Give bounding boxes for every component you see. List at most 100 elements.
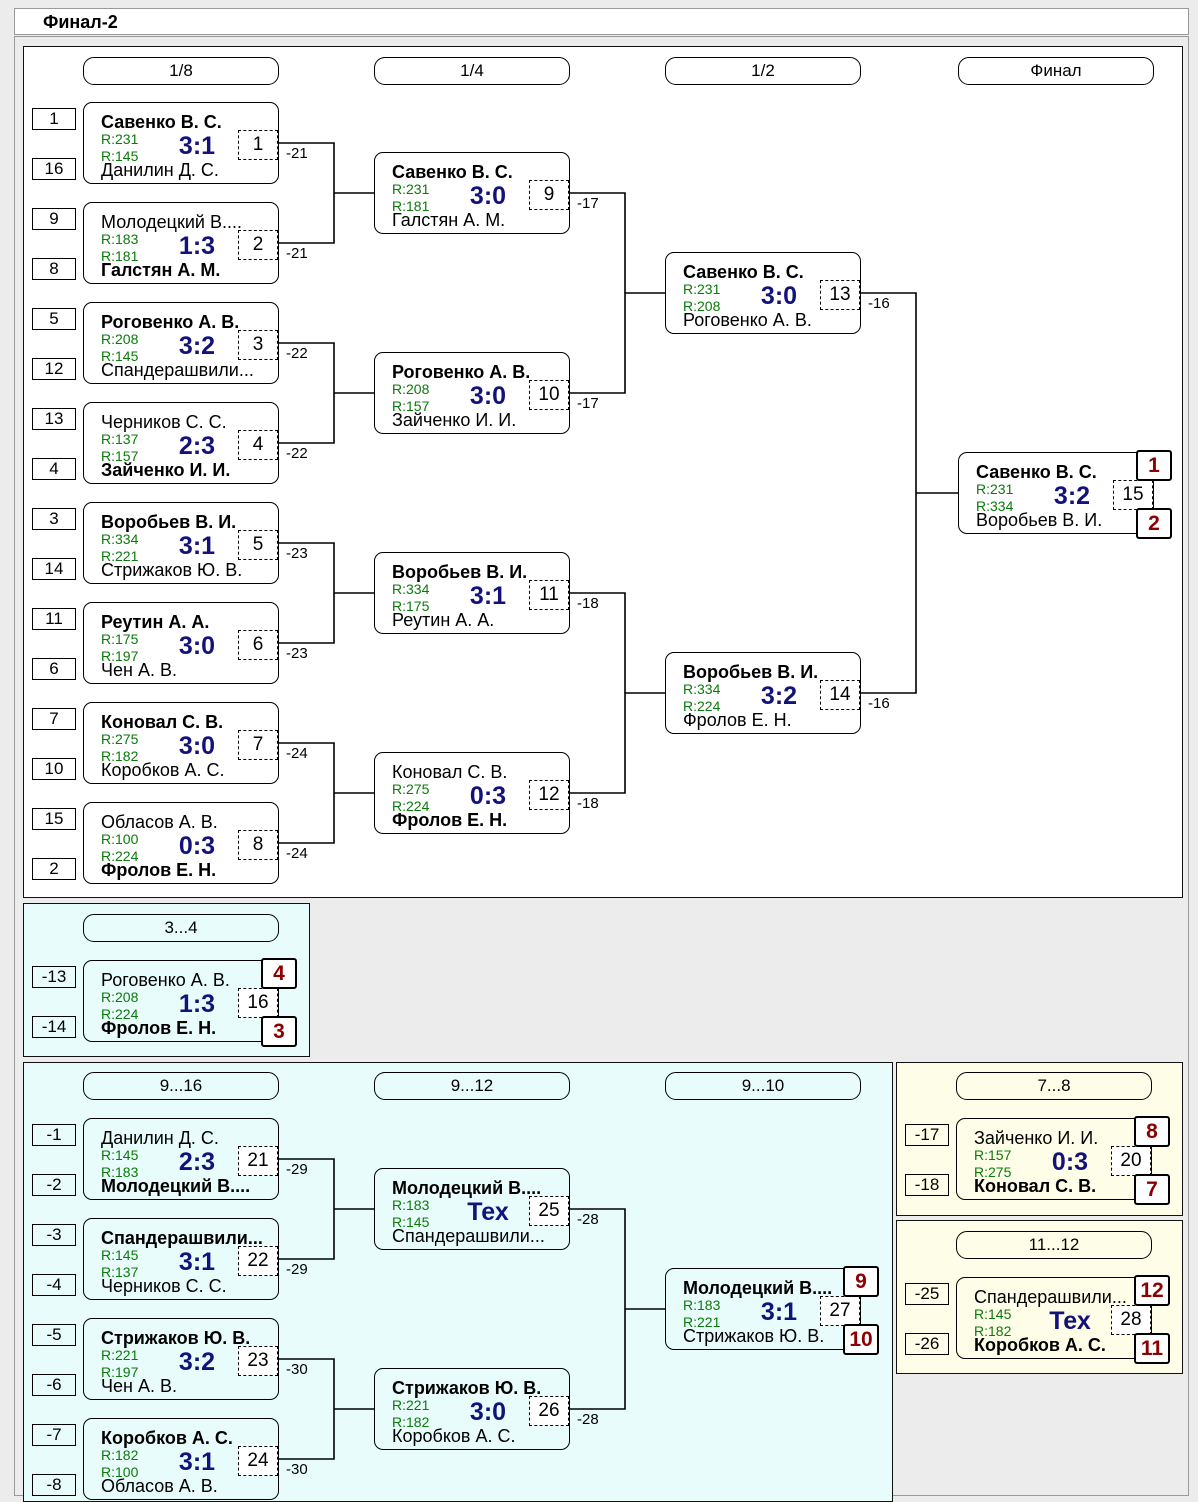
player-2-name: Черников С. С. — [101, 1276, 227, 1296]
player-1-rating: R:231 — [101, 131, 139, 147]
player-2-rating: R:334 — [976, 498, 1014, 514]
seed-box: 16 — [32, 158, 76, 180]
player-2-name: Коробков А. С. — [974, 1335, 1106, 1355]
match-number: 8 — [238, 830, 278, 860]
player-1-rating: R:182 — [101, 1447, 139, 1463]
connector-line — [861, 292, 958, 694]
player-2-rating: R:137 — [101, 1264, 139, 1280]
seed-box: 6 — [32, 658, 76, 680]
loser-destination: -17 — [577, 395, 599, 412]
place-badge: 10 — [843, 1324, 879, 1355]
seed-box: -3 — [32, 1224, 76, 1246]
match-number: 3 — [238, 330, 278, 360]
loser-destination: -30 — [286, 1361, 308, 1378]
player-2-rating: R:197 — [101, 1364, 139, 1380]
match-number: 28 — [1111, 1305, 1151, 1335]
loser-destination: -22 — [286, 445, 308, 462]
player-2-name: Коробков А. С. — [101, 760, 225, 780]
match-number: 10 — [529, 380, 569, 410]
loser-destination: -18 — [577, 795, 599, 812]
player-2-name: Коробков А. С. — [392, 1426, 516, 1446]
seed-box: -13 — [32, 966, 76, 988]
player-1-rating: R:334 — [392, 581, 430, 597]
loser-destination: -21 — [286, 245, 308, 262]
seed-box: -14 — [32, 1016, 76, 1038]
player-1-rating: R:221 — [101, 1347, 139, 1363]
player-2-rating: R:224 — [392, 798, 430, 814]
player-2-rating: R:145 — [392, 1214, 430, 1230]
player-2-rating: R:157 — [392, 398, 430, 414]
player-1-rating: R:100 — [101, 831, 139, 847]
player-1-name: Данилин Д. С. — [101, 1128, 219, 1148]
player-1-rating: R:157 — [974, 1147, 1012, 1163]
match-score: 3:0 — [469, 382, 507, 410]
seed-box: -25 — [905, 1283, 949, 1305]
round-label-lower-3: 9...10 — [665, 1072, 861, 1100]
loser-destination: -23 — [286, 545, 308, 562]
player-1-name: Роговенко А. В. — [101, 970, 230, 990]
seed-box: 15 — [32, 808, 76, 830]
player-1-name: Спандерашвили... — [101, 1228, 263, 1248]
player-1-rating: R:183 — [683, 1297, 721, 1313]
player-1-rating: R:183 — [101, 231, 139, 247]
match-number: 20 — [1111, 1146, 1151, 1176]
loser-destination: -24 — [286, 845, 308, 862]
player-2-rating: R:157 — [101, 448, 139, 464]
player-2-rating: R:221 — [683, 1314, 721, 1330]
place-badge: 7 — [1134, 1174, 1170, 1205]
match-number: 7 — [238, 730, 278, 760]
loser-destination: -17 — [577, 195, 599, 212]
player-1-name: Савенко В. С. — [683, 262, 804, 282]
player-2-rating: R:182 — [974, 1323, 1012, 1339]
connector-line — [570, 592, 665, 794]
player-2-rating: R:175 — [392, 598, 430, 614]
match-score: 3:1 — [178, 1448, 216, 1476]
match-number: 5 — [238, 530, 278, 560]
loser-destination: -16 — [868, 695, 890, 712]
player-1-rating: R:231 — [392, 181, 430, 197]
round-label-eleventh-1: 11...12 — [956, 1231, 1152, 1259]
player-1-rating: R:145 — [101, 1147, 139, 1163]
player-2-rating: R:182 — [101, 748, 139, 764]
player-2-name: Фролов Е. Н. — [683, 710, 792, 730]
player-1-name: Коновал С. В. — [101, 712, 224, 732]
place-badge: 8 — [1134, 1116, 1170, 1147]
seed-box: 2 — [32, 858, 76, 880]
player-1-rating: R:231 — [683, 281, 721, 297]
match-number: 27 — [820, 1296, 860, 1326]
player-2-rating: R:221 — [101, 548, 139, 564]
connector-line — [279, 542, 374, 644]
player-1-name: Молодецкий В.... — [392, 1178, 542, 1198]
place-badge: 3 — [261, 1016, 297, 1047]
player-1-rating: R:145 — [974, 1306, 1012, 1322]
loser-destination: -28 — [577, 1211, 599, 1228]
connector-line — [570, 192, 665, 394]
seed-box: 11 — [32, 608, 76, 630]
player-1-rating: R:208 — [392, 381, 430, 397]
